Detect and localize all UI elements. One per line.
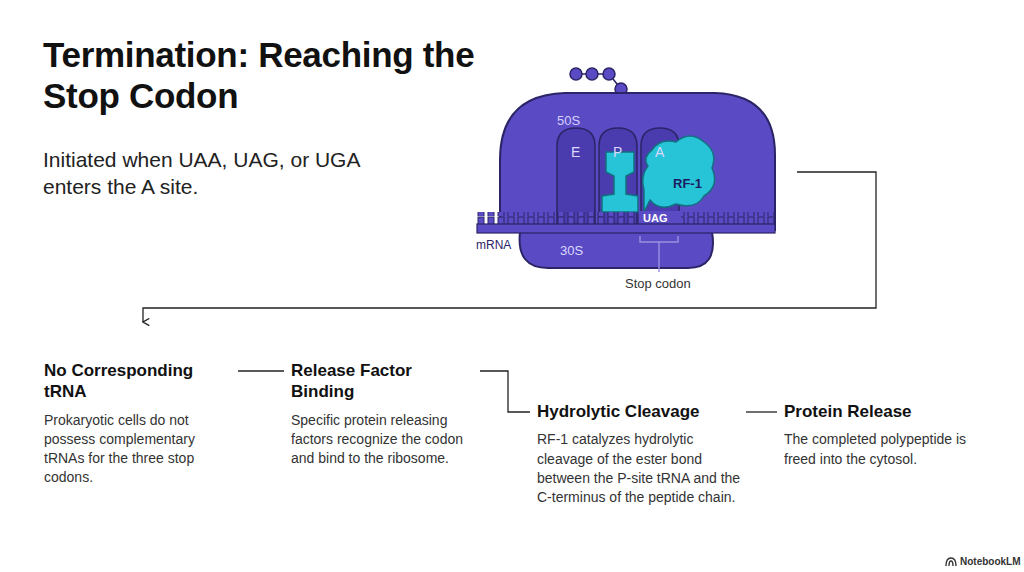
small-subunit <box>520 232 713 268</box>
step-heading: Hydrolytic Cleavage <box>537 401 742 422</box>
process-step: Release Factor BindingSpecific protein r… <box>291 360 476 468</box>
step-connector <box>480 371 530 412</box>
step-description: RF-1 catalyzes hydrolytic cleavage of th… <box>537 430 742 507</box>
step-heading: No Corresponding tRNA <box>44 360 219 403</box>
site-label: A <box>655 143 664 161</box>
p-site-trna <box>602 152 638 212</box>
codon-label: UAG <box>643 211 667 225</box>
subtitle: Initiated when UAA, UAG, or UGA enters t… <box>43 146 413 201</box>
step-connector <box>238 370 284 371</box>
factor-label: RF-1 <box>673 176 702 193</box>
step-heading: Protein Release <box>784 401 989 422</box>
subunit-label: 50S <box>557 113 580 130</box>
leader-line <box>143 172 876 322</box>
mrna-ticks <box>477 212 775 224</box>
step-connector <box>746 411 777 412</box>
step-description: The completed polypeptide is freed into … <box>784 430 989 469</box>
process-step: Hydrolytic CleavageRF-1 catalyzes hydrol… <box>537 401 742 508</box>
mrna-strand <box>477 224 775 233</box>
watermark-icon <box>946 558 956 566</box>
slide-title: Termination: Reaching the Stop Codon <box>43 34 513 117</box>
release-factor-1 <box>643 136 715 212</box>
site-label: E <box>571 143 580 161</box>
process-step: Protein ReleaseThe completed polypeptide… <box>784 401 989 469</box>
large-subunit <box>500 93 775 230</box>
step-heading: Release Factor Binding <box>291 360 441 403</box>
strand-label: mRNA <box>476 238 511 254</box>
callout-label: Stop codon <box>625 276 691 293</box>
watermark: NotebookLM <box>960 555 1021 568</box>
step-description: Prokaryotic cells do not possess complem… <box>44 411 234 488</box>
subunit-label: 30S <box>560 243 583 260</box>
process-step: No Corresponding tRNA Prokaryotic cells d… <box>44 360 234 488</box>
step-description: Specific protein releasing factors recog… <box>291 411 476 469</box>
stop-codon-bracket <box>640 236 678 272</box>
site-label: P <box>613 143 622 161</box>
